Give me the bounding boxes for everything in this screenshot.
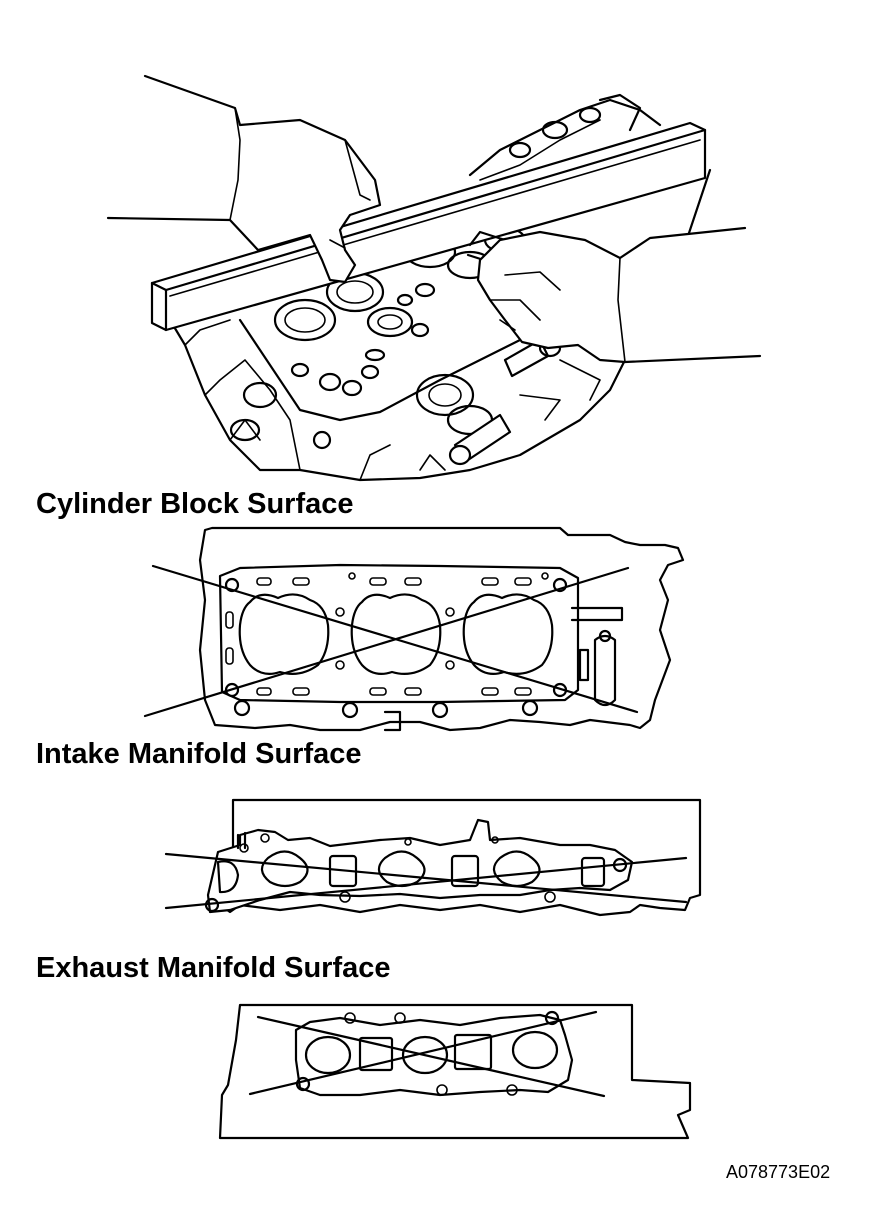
cylinder-head-measurement-illustration bbox=[106, 74, 762, 482]
exhaust-manifold-surface-label: Exhaust Manifold Surface bbox=[36, 952, 391, 984]
cylinder-head bbox=[168, 93, 712, 482]
precision-straightedge bbox=[150, 121, 707, 332]
coolant-passages bbox=[225, 577, 532, 696]
exhaust-bolt-holes bbox=[295, 1010, 560, 1096]
left-hand bbox=[106, 74, 382, 284]
exhaust-ports bbox=[304, 1030, 559, 1075]
cylinder-block-surface-label: Cylinder Block Surface bbox=[36, 488, 354, 520]
cylinder-block-surface-diagram bbox=[143, 526, 685, 732]
cylinder-head-outline bbox=[198, 526, 685, 732]
flatness-check-lines bbox=[143, 564, 639, 718]
flatness-check-lines bbox=[164, 852, 688, 910]
right-hand bbox=[476, 226, 762, 364]
exhaust-side-outline bbox=[218, 1003, 692, 1140]
combustion-chamber-1 bbox=[238, 593, 330, 675]
intake-manifold-surface-diagram bbox=[164, 798, 702, 917]
combustion-face-outline bbox=[218, 563, 580, 704]
combustion-chamber-2 bbox=[350, 593, 442, 675]
flatness-check-lines bbox=[248, 1010, 606, 1098]
combustion-chamber-3 bbox=[462, 593, 554, 675]
exhaust-manifold-surface-diagram bbox=[218, 1003, 692, 1140]
figure-code: A078773E02 bbox=[726, 1162, 831, 1182]
intake-manifold-surface-label: Intake Manifold Surface bbox=[36, 738, 362, 770]
intake-ports bbox=[216, 850, 606, 894]
